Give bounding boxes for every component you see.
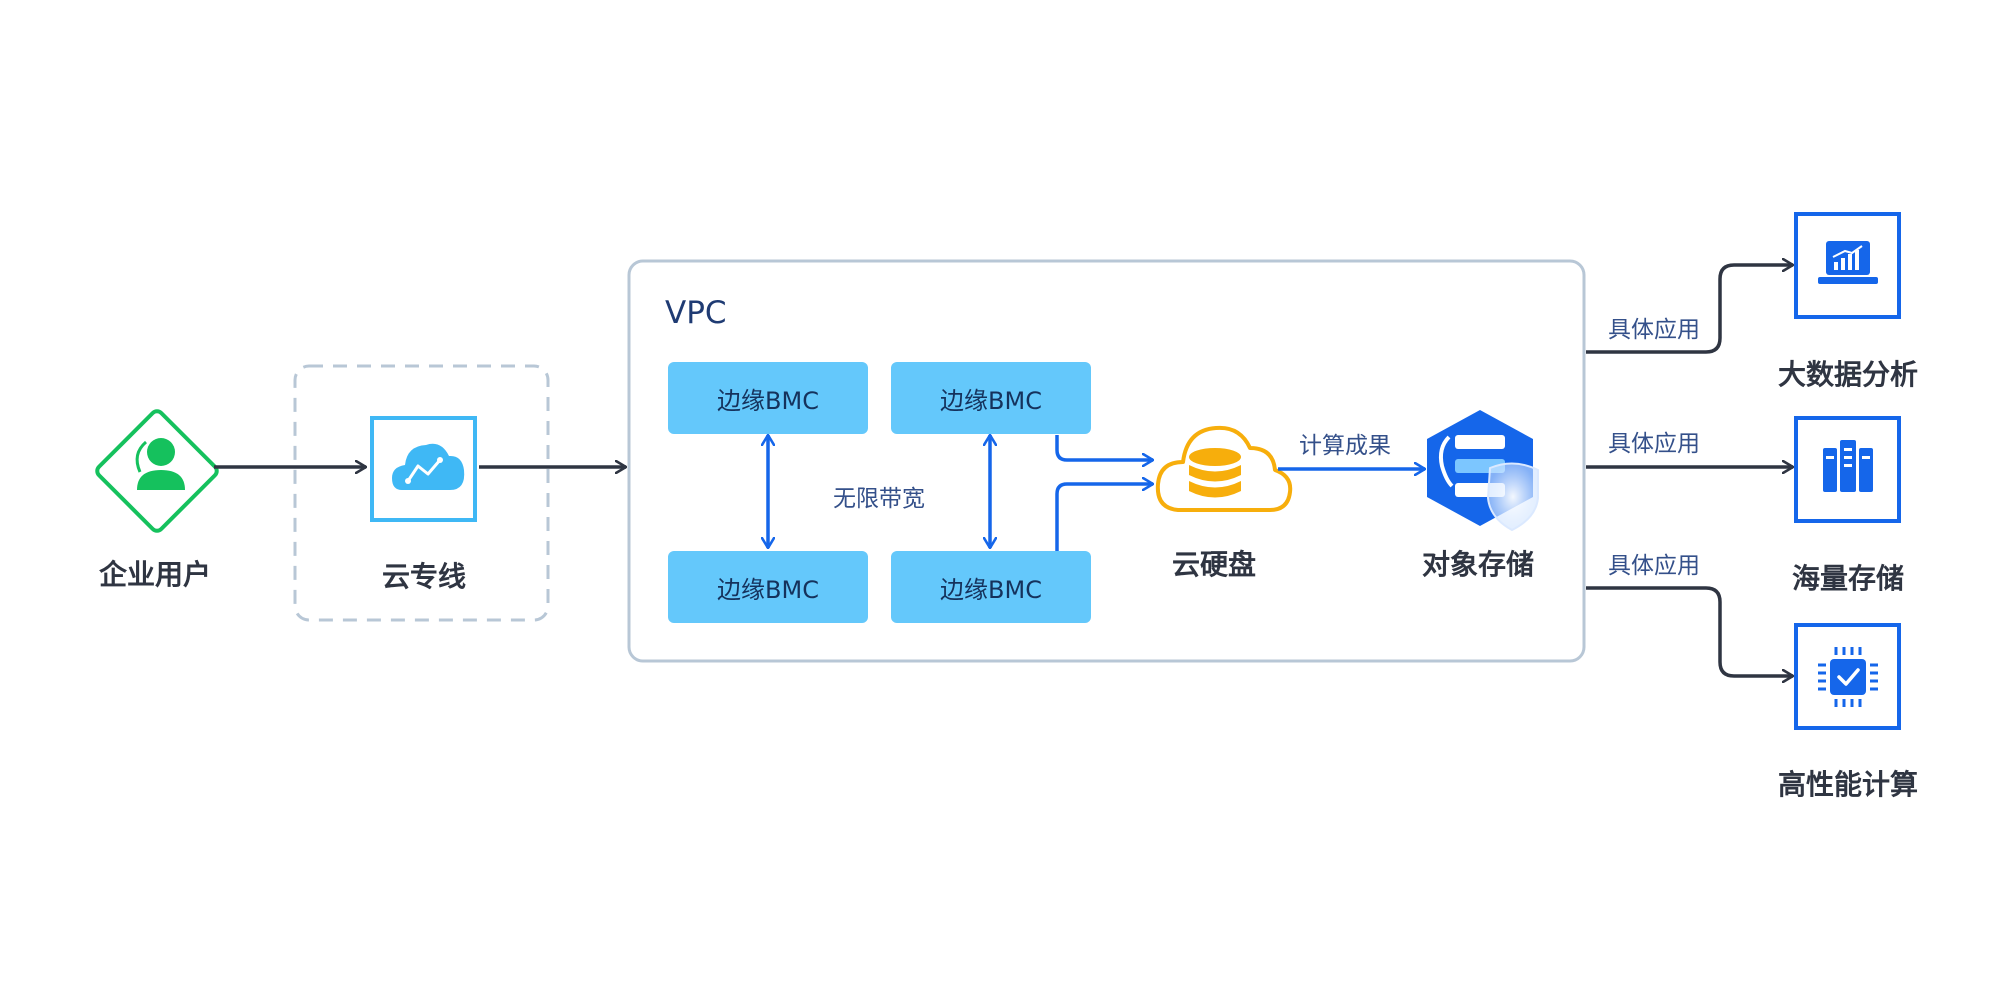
app-label-hpc: 具体应用 bbox=[1608, 553, 1700, 579]
bmc-box-top-left: 边缘BMC bbox=[668, 362, 868, 434]
object-storage-icon bbox=[1427, 410, 1539, 532]
arrow-bmc-to-disk-bottom bbox=[1055, 484, 1153, 551]
big-data-label: 大数据分析 bbox=[1777, 358, 1919, 391]
cloud-database-icon bbox=[1155, 425, 1293, 512]
server-rack-icon bbox=[1794, 416, 1901, 523]
enterprise-user-label: 企业用户 bbox=[98, 558, 212, 591]
arrow-to-big-data bbox=[1586, 265, 1793, 354]
mass-storage-label: 海量存储 bbox=[1791, 562, 1905, 595]
app-label-big-data: 具体应用 bbox=[1608, 317, 1700, 343]
chip-check-icon bbox=[1794, 623, 1901, 730]
app-label-mass-storage: 具体应用 bbox=[1608, 431, 1700, 457]
direct-connect-label: 云专线 bbox=[381, 560, 467, 593]
hpc-label: 高性能计算 bbox=[1777, 768, 1919, 801]
bmc-box-top-right: 边缘BMC bbox=[891, 362, 1091, 434]
object-storage-label: 对象存储 bbox=[1421, 548, 1535, 581]
arrow-to-hpc bbox=[1586, 586, 1793, 676]
cloud-disk-label: 云硬盘 bbox=[1171, 548, 1257, 581]
vpc-title: VPC bbox=[665, 295, 727, 331]
result-label: 计算成果 bbox=[1299, 433, 1391, 459]
direct-connect-group bbox=[293, 364, 550, 622]
arrow-bmc-to-disk-top bbox=[1055, 435, 1153, 460]
analytics-monitor-icon bbox=[1794, 212, 1901, 319]
bmc-box-bottom-right: 边缘BMC bbox=[891, 551, 1091, 623]
bandwidth-label: 无限带宽 bbox=[833, 486, 925, 512]
bmc-box-bottom-left: 边缘BMC bbox=[668, 551, 868, 623]
cloud-link-icon bbox=[370, 416, 477, 522]
user-icon bbox=[95, 409, 219, 533]
